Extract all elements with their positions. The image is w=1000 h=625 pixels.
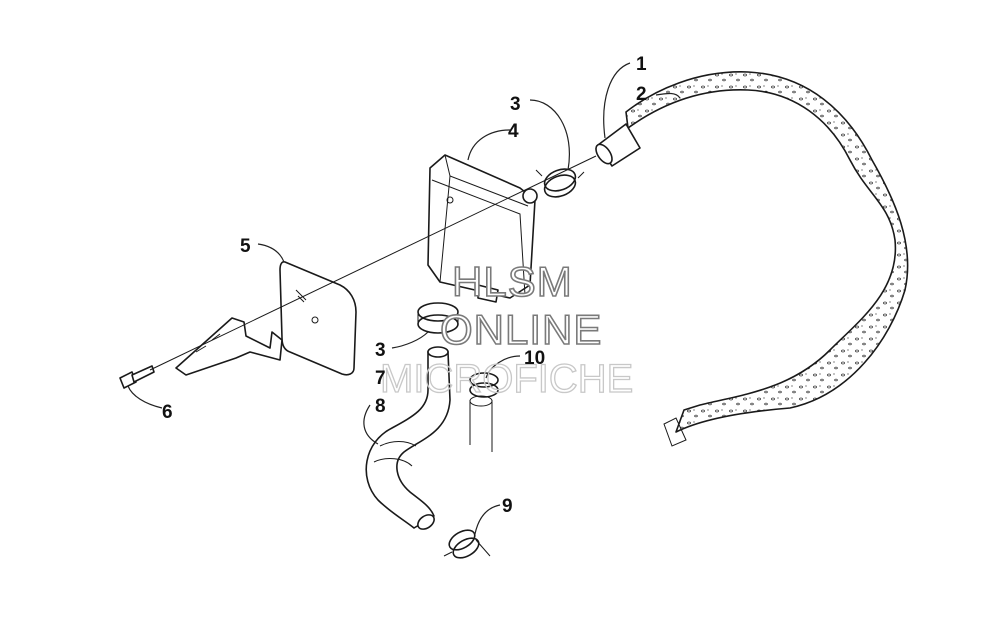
watermark-line-1: HLSM [452, 258, 573, 305]
hose-fitting [595, 123, 641, 167]
mounting-bracket [175, 317, 283, 376]
vent-hose [625, 71, 909, 447]
bolt [119, 365, 155, 389]
callout-1: 1 [636, 54, 647, 75]
callout-7: 7 [375, 368, 386, 389]
hose-clamp-lower [469, 372, 499, 452]
watermark: HLSM ONLINE MICROFICHE [379, 257, 634, 401]
callouts: 1 2 3 4 5 3 10 7 8 6 9 [162, 54, 647, 517]
callout-5: 5 [240, 236, 251, 257]
breather-box [427, 154, 538, 303]
callout-4: 4 [508, 121, 519, 142]
short-hose [365, 346, 451, 530]
hose-clamp-middle [417, 302, 459, 334]
callout-9: 9 [502, 496, 513, 517]
callout-3-upper: 3 [510, 94, 521, 115]
callout-3-middle: 3 [375, 340, 386, 361]
watermark-line-2: ONLINE [440, 306, 602, 353]
assembly-axis [149, 155, 597, 371]
callout-10: 10 [524, 348, 545, 369]
gasket-plate [279, 261, 357, 376]
callout-6: 6 [162, 402, 173, 423]
hose-clamp-bottom [443, 529, 491, 559]
hose-clamp-upper [535, 168, 585, 198]
callout-2: 2 [636, 84, 647, 105]
watermark-line-3: MICROFICHE [380, 357, 633, 401]
callout-8: 8 [375, 396, 386, 417]
leader-lines [127, 62, 681, 535]
